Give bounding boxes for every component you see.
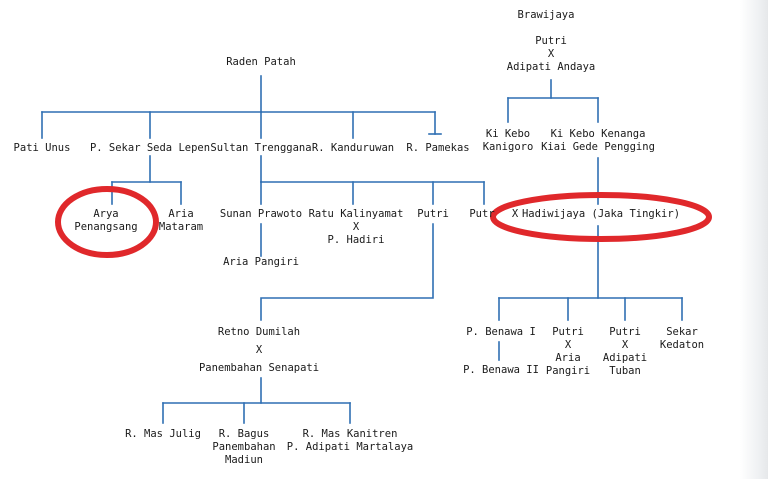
highlight-circle-arya-penangsang — [55, 186, 159, 258]
node-putri-partial: Putr — [469, 208, 495, 220]
node-pamekas: R. Pamekas — [406, 142, 470, 154]
node-raden-patah: Raden Patah — [226, 56, 296, 68]
node-kanduruwan: R. Kanduruwan — [311, 142, 395, 154]
node-sekar-seda-lepen: P. Sekar Seda Lepen — [89, 142, 211, 154]
node-benawa-2: P. Benawa II — [463, 364, 539, 376]
node-hadiwijaya: Hadiwijaya (Jaka Tingkir) — [521, 208, 681, 220]
marriage-x-mark: X — [511, 208, 519, 220]
node-brawijaya: Brawijaya — [517, 9, 575, 21]
node-mas-julig: R. Mas Julig — [125, 428, 201, 440]
highlight-circle-hadiwijaya — [490, 192, 712, 242]
node-benawa-1: P. Benawa I — [466, 326, 536, 338]
node-aria-pangiri: Aria Pangiri — [223, 256, 299, 268]
node-sunan-prawoto: Sunan Prawoto — [219, 208, 303, 220]
node-putri: Putri — [417, 208, 449, 220]
page-edge-shadow — [740, 0, 768, 479]
node-sultan-trenggana: Sultan Trenggana — [210, 142, 312, 154]
node-pati-unus: Pati Unus — [13, 142, 71, 154]
connector-putri-retno — [260, 223, 434, 321]
